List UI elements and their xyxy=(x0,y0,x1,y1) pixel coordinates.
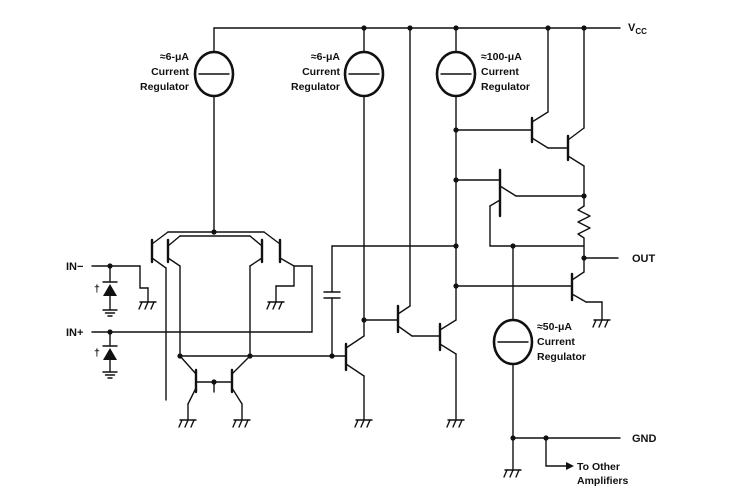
regulator-4-line2: Current xyxy=(537,336,575,348)
gnd-rail xyxy=(503,435,621,478)
current-regulator-2 xyxy=(343,27,385,323)
regulator-2-current: ≈6-μA xyxy=(311,51,341,63)
current-regulator-3 xyxy=(435,27,477,321)
regulator-2-line2: Current xyxy=(302,66,340,78)
current-regulator-4 xyxy=(492,245,534,439)
to-other-line2: Amplifiers xyxy=(577,475,629,487)
regulator-1-line2: Current xyxy=(151,66,189,78)
regulator-3-current: ≈100-μA xyxy=(481,51,522,63)
regulator-3-line2: Current xyxy=(481,66,519,78)
in-minus-label: IN− xyxy=(66,261,83,273)
in-plus-label: IN+ xyxy=(66,327,83,339)
regulator-1-current: ≈6-μA xyxy=(160,51,190,63)
input-stage xyxy=(138,229,295,401)
second-stage xyxy=(249,245,457,428)
regulator-3-line3: Regulator xyxy=(481,81,530,93)
vcc-rail xyxy=(213,25,621,31)
out-label: OUT xyxy=(632,253,656,265)
to-other-line1: To Other xyxy=(577,461,620,473)
node-column-456 xyxy=(453,127,573,289)
vcc-label: VCC xyxy=(628,22,647,36)
current-regulator-1 xyxy=(193,27,235,233)
in-plus-dagger: † xyxy=(94,347,100,359)
gnd-label: GND xyxy=(632,433,657,445)
output-darlington xyxy=(530,27,587,207)
in-minus-dagger: † xyxy=(94,283,100,295)
in-plus-input xyxy=(91,265,313,379)
output-resistor xyxy=(577,205,619,261)
regulator-2-line3: Regulator xyxy=(291,81,340,93)
regulator-1-line3: Regulator xyxy=(140,81,189,93)
in-minus-input xyxy=(91,263,141,317)
gain-stage xyxy=(363,27,465,428)
current-limit-transistor xyxy=(489,168,585,249)
output-pnp xyxy=(570,257,611,328)
regulator-4-line3: Regulator xyxy=(537,351,586,363)
current-mirror xyxy=(178,355,251,428)
regulator-4-current: ≈50-μA xyxy=(537,321,572,333)
